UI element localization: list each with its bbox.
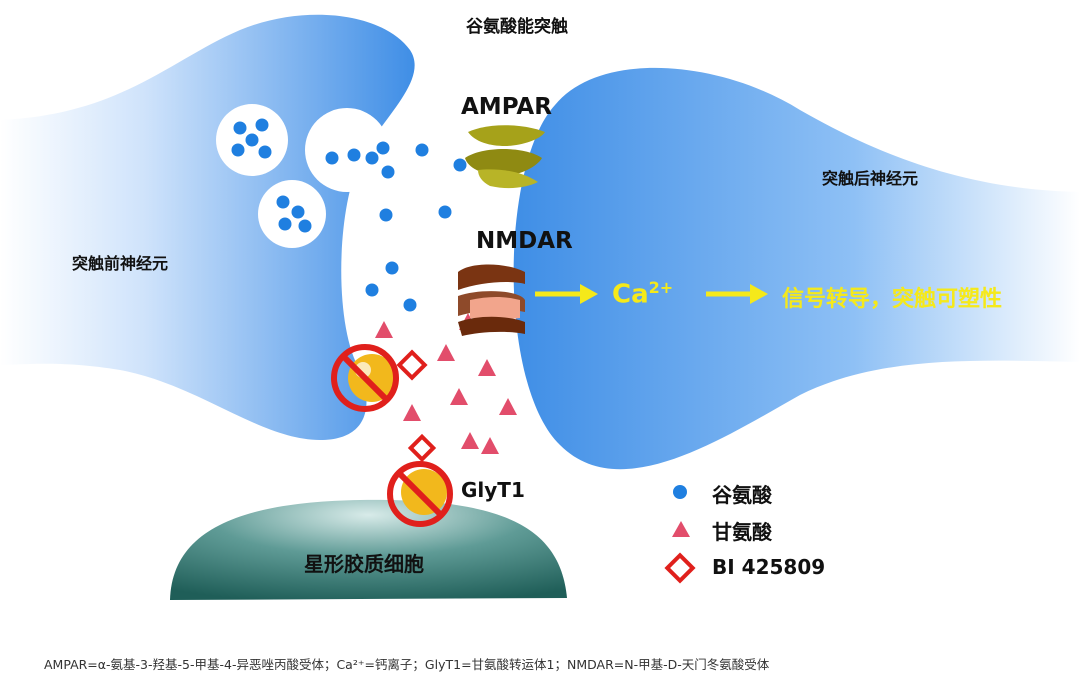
astrocyte-label: 星形胶质细胞 bbox=[304, 548, 424, 577]
glutamate-molecule bbox=[279, 218, 292, 231]
legend-glycine-symbol bbox=[672, 521, 690, 537]
glycine-molecule bbox=[403, 404, 421, 421]
postsynaptic-neuron bbox=[514, 68, 1080, 469]
glutamate-molecule bbox=[232, 144, 245, 157]
legend-glutamate-label: 谷氨酸 bbox=[712, 479, 772, 508]
glycine-molecule bbox=[450, 388, 468, 405]
ampar-label: AMPAR bbox=[461, 94, 552, 120]
legend bbox=[667, 485, 692, 581]
abbreviations-footnote: AMPAR=α-氨基-3-羟基-5-甲基-4-异恶唑丙酸受体；Ca²⁺=钙离子；… bbox=[44, 654, 769, 673]
glutamate-molecule bbox=[380, 209, 393, 222]
glutamate-molecule bbox=[246, 134, 259, 147]
legend-glutamate-symbol bbox=[673, 485, 687, 499]
glutamate-molecule bbox=[348, 149, 361, 162]
nmdar-label: NMDAR bbox=[476, 228, 573, 254]
glycine-molecule bbox=[461, 432, 479, 449]
glutamate-molecule bbox=[454, 159, 467, 172]
glutamate-molecule bbox=[404, 299, 417, 312]
legend-bi425809-symbol bbox=[667, 555, 692, 580]
legend-bi425809-label: BI 425809 bbox=[712, 555, 825, 579]
glutamate-molecule bbox=[366, 284, 379, 297]
glutamate-molecule bbox=[292, 206, 305, 219]
ca-text: Ca bbox=[612, 280, 649, 310]
glycine-molecule bbox=[437, 344, 455, 361]
glutamate-molecule bbox=[259, 146, 272, 159]
glutamate-molecule bbox=[382, 166, 395, 179]
glycine-molecule bbox=[478, 359, 496, 376]
glutamate-molecule bbox=[416, 144, 429, 157]
nmdar-receptor bbox=[458, 265, 525, 337]
glycine-molecule bbox=[481, 437, 499, 454]
glyt1-label: GlyT1 bbox=[461, 478, 525, 502]
glutamate-molecule bbox=[277, 196, 290, 209]
glycine-molecule bbox=[499, 398, 517, 415]
presynaptic-label: 突触前神经元 bbox=[72, 250, 168, 274]
glutamate-molecule bbox=[377, 142, 390, 155]
glutamate-molecule bbox=[439, 206, 452, 219]
glutamate-molecule bbox=[234, 122, 247, 135]
signal-label: 信号转导，突触可塑性 bbox=[782, 281, 1002, 313]
glutamate-molecule bbox=[256, 119, 269, 132]
legend-glycine-label: 甘氨酸 bbox=[712, 516, 772, 545]
glycine-molecule bbox=[375, 321, 393, 338]
postsynaptic-label: 突触后神经元 bbox=[822, 165, 918, 189]
ca-superscript: 2+ bbox=[649, 278, 674, 297]
glutamate-molecule bbox=[299, 220, 312, 233]
glutamate-molecule bbox=[386, 262, 399, 275]
diagram-title: 谷氨酸能突触 bbox=[466, 12, 568, 37]
glutamate-molecule bbox=[366, 152, 379, 165]
glutamate-molecule bbox=[326, 152, 339, 165]
ca-label: Ca2+ bbox=[612, 278, 673, 310]
